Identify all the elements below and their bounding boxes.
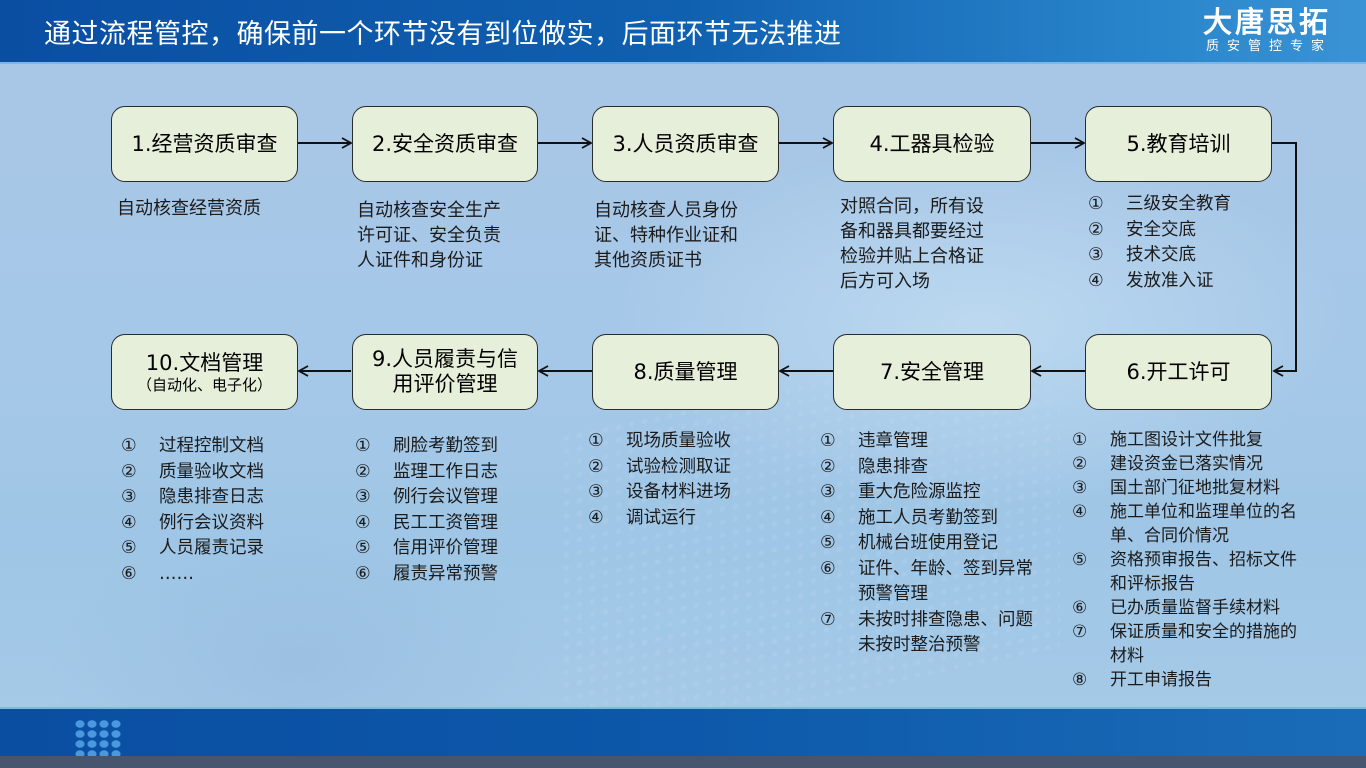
step-1-description: 自动核查经营资质 [117, 198, 261, 219]
step-3-label: 3.人员资质审查 [612, 131, 759, 156]
step-2-box: 2.安全资质审查 [352, 106, 538, 182]
slide-footer [0, 707, 1366, 759]
step-7-label: 7.安全管理 [879, 359, 985, 384]
step-3-box: 3.人员资质审查 [592, 106, 779, 182]
slide-header: 通过流程管控，确保前一个环节没有到位做实，后面环节无法推进 大唐思拓 质安管控专… [0, 0, 1366, 64]
step-6-box: 6.开工许可 [1085, 334, 1272, 410]
step-10-label: 10.文档管理 [145, 350, 264, 375]
footer-dot-decoration [74, 719, 122, 759]
step-10-sublabel: （自动化、电子化） [136, 375, 272, 394]
step-10-box: 10.文档管理 （自动化、电子化） [111, 334, 298, 410]
step-6-label: 6.开工许可 [1126, 359, 1231, 384]
step-5-label: 5.教育培训 [1126, 131, 1231, 156]
brand-slogan: 质安管控专家 [1205, 39, 1332, 54]
step-9-label-line1: 9.人员履责与信 [371, 347, 519, 371]
step-4-box: 4.工器具检验 [833, 106, 1031, 182]
bottom-bar [0, 756, 1366, 768]
step-4-label: 4.工器具检验 [869, 131, 995, 156]
step-9-label-line2: 用评价管理 [392, 372, 498, 396]
step-4-description: 对照合同，所有设 备和器具都要经过 检验并贴上合格证 后方可入场 [840, 196, 984, 292]
list-item: ⑥…… [121, 563, 194, 584]
slide-title: 通过流程管控，确保前一个环节没有到位做实，后面环节无法推进 [44, 19, 842, 50]
step-2-description: 自动核查安全生产 许可证、安全负责 人证件和身份证 [357, 200, 501, 271]
step-7-box: 7.安全管理 [833, 334, 1031, 410]
brand-name: 大唐思拓 [1202, 5, 1331, 39]
brand-logo: 大唐思拓 质安管控专家 [1202, 6, 1332, 56]
step-8-label: 8.质量管理 [633, 359, 738, 384]
step-1-box: 1.经营资质审查 [111, 106, 298, 182]
step-1-label: 1.经营资质审查 [131, 131, 278, 156]
step-5-box: 5.教育培训 [1085, 106, 1272, 182]
step-3-description: 自动核查人员身份 证、特种作业证和 其他资质证书 [594, 200, 738, 271]
step-2-label: 2.安全资质审查 [371, 131, 519, 156]
step-8-box: 8.质量管理 [592, 334, 779, 410]
arrow-5-to-6 [1272, 142, 1297, 377]
step-9-box: 9.人员履责与信 用评价管理 [352, 334, 538, 410]
